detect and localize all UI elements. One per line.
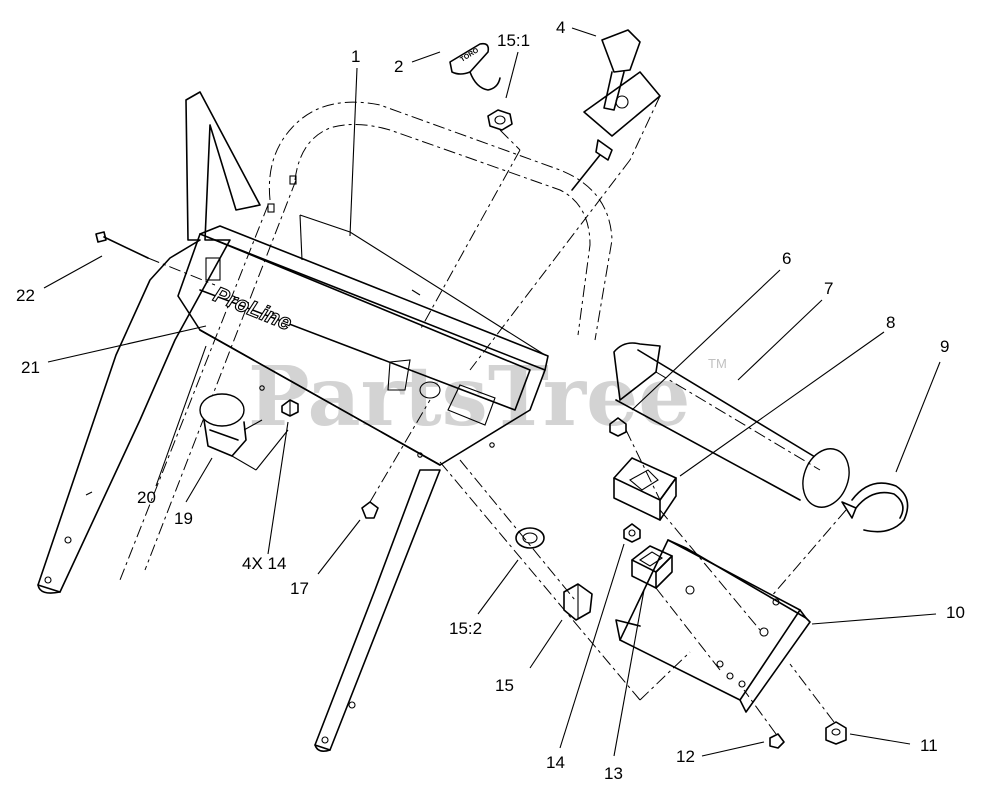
part-19-switch <box>199 393 289 471</box>
callout-4x14: 4X 14 <box>242 554 286 573</box>
callout-20: 20 <box>137 488 156 507</box>
callout-22: 22 <box>16 286 35 305</box>
callout-labels: 1 2 15:1 4 6 7 8 9 22 21 20 19 4X 14 17 … <box>16 18 965 783</box>
part-11-nut <box>789 663 847 745</box>
part-12-screw <box>743 689 785 749</box>
watermark-trademark: TM <box>708 356 727 371</box>
callout-8: 8 <box>886 313 895 332</box>
part-4-throttle <box>469 29 661 371</box>
callout-15-1: 15:1 <box>497 31 530 50</box>
callout-10: 10 <box>946 603 965 622</box>
part-22-bolt <box>95 231 216 286</box>
part-14-fastener-left <box>281 399 299 417</box>
front-handle <box>37 91 441 752</box>
part-9-clamp <box>769 482 909 599</box>
watermark-text: PartsTree <box>248 349 690 445</box>
part-17-screw <box>361 399 431 519</box>
callout-19: 19 <box>174 509 193 528</box>
callout-15: 15 <box>495 676 514 695</box>
callout-2: 2 <box>394 57 403 76</box>
callout-9: 9 <box>940 337 949 356</box>
part-6-fastener <box>609 417 661 501</box>
callout-7: 7 <box>824 279 833 298</box>
part-14-fastener-right <box>623 523 641 543</box>
callout-12: 12 <box>676 747 695 766</box>
leader-lines <box>43 27 941 757</box>
callout-4: 4 <box>556 18 565 37</box>
callout-6: 6 <box>782 249 791 268</box>
callout-15-2: 15:2 <box>449 619 482 638</box>
callout-14: 14 <box>546 753 565 772</box>
part-15-1-nut <box>419 109 521 331</box>
callout-1: 1 <box>351 47 360 66</box>
upper-handle <box>119 101 613 581</box>
callout-13: 13 <box>604 764 623 783</box>
part-7-tube <box>613 342 850 508</box>
part-8-switch <box>613 457 761 631</box>
part-2-key: TORO <box>449 42 501 91</box>
part-15-nut <box>439 459 691 701</box>
callout-11: 11 <box>920 736 938 755</box>
part-15-2-washer <box>515 527 545 549</box>
part-13-switch <box>631 545 721 671</box>
callout-21: 21 <box>21 358 40 377</box>
panel-brand-text: ProLine <box>210 281 295 335</box>
callout-17: 17 <box>290 579 309 598</box>
part-10-bracket <box>615 539 811 713</box>
